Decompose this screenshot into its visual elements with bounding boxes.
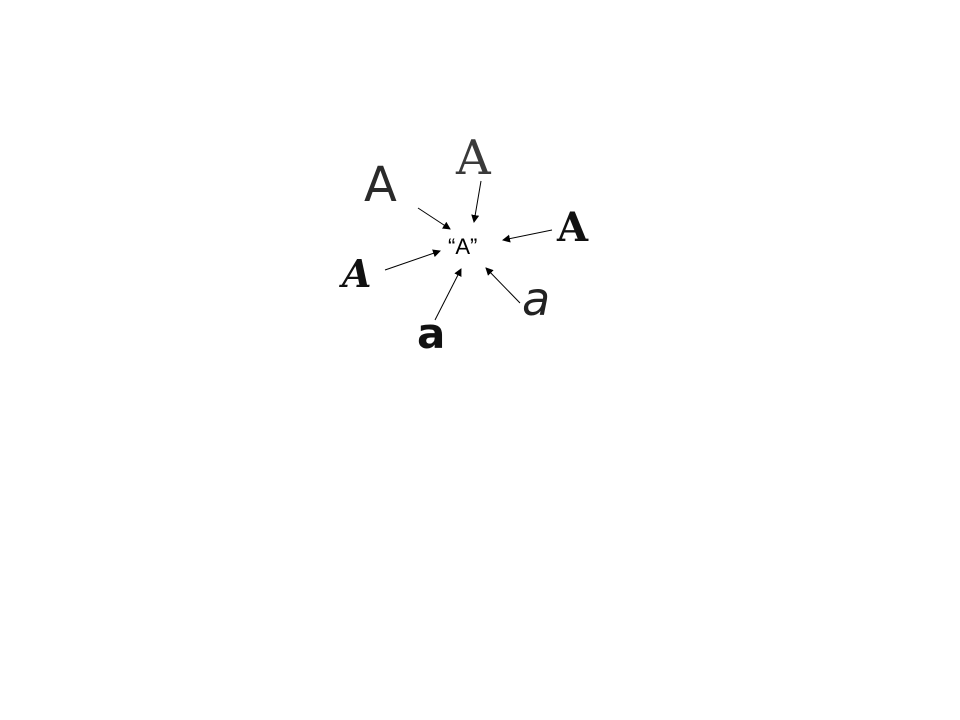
glyph-italic-lowercase: a (522, 272, 551, 326)
arrow-from-bold-lowercase-a (434, 268, 462, 321)
arrow-from-italic-lowercase-a (485, 267, 521, 304)
arrow-from-serif-a (471, 180, 482, 223)
glyph-serif-uppercase: A (456, 130, 491, 186)
arrow-from-slab-a (502, 229, 553, 243)
glyph-slab-bold-italic-uppercase: A (342, 251, 372, 296)
glyph-sans-uppercase: A (364, 157, 397, 213)
arrow-from-sans-a (417, 207, 451, 230)
glyph-bold-lowercase: a (417, 309, 446, 358)
center-label: “A” (448, 234, 478, 259)
arrow-from-slab-italic-a (384, 249, 441, 271)
glyph-slab-bold-uppercase: A (557, 204, 589, 251)
